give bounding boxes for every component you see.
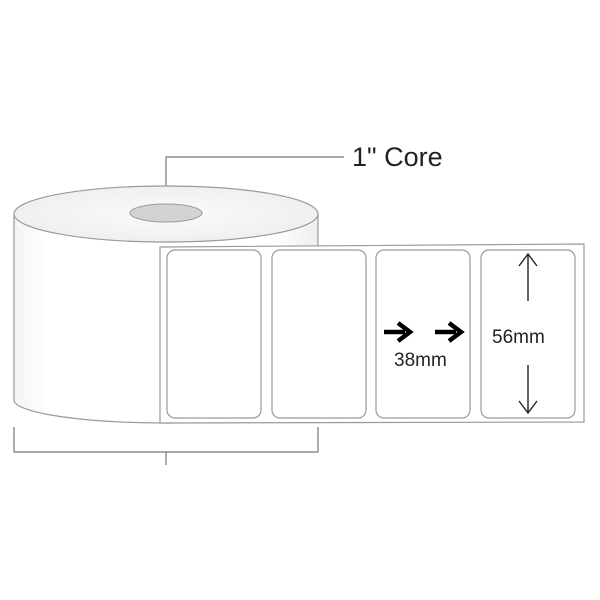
core-callout: 1" Core: [165, 142, 443, 186]
right-arrow-icon: [435, 321, 465, 343]
right-arrow-icon: [384, 321, 414, 343]
height-dimension: 56mm: [492, 252, 545, 415]
core-leader-line: [165, 156, 344, 186]
label-liner: [159, 243, 585, 424]
label-width-text: 38mm: [394, 350, 447, 371]
label-3: [375, 249, 471, 419]
bracket-line: [13, 427, 319, 453]
label-row: [166, 249, 576, 419]
label-4: [480, 249, 576, 419]
label-height-text: 56mm: [492, 327, 545, 348]
liner-strip: [159, 243, 585, 424]
up-arrow-icon: [518, 252, 538, 301]
roll-width-bracket: [13, 427, 319, 465]
core-hole: [129, 203, 203, 223]
core-label: 1" Core: [352, 142, 443, 172]
width-dimension: 38mm: [384, 321, 465, 371]
label-2: [271, 249, 367, 419]
down-arrow-icon: [518, 365, 538, 415]
label-1: [166, 249, 262, 419]
